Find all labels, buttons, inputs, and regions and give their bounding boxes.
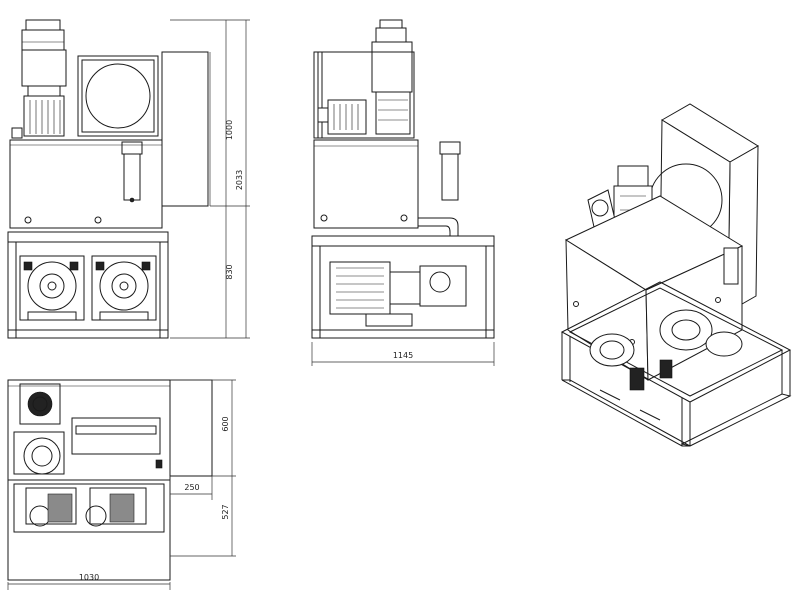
dim-top-width: 1030 [79, 573, 99, 582]
dim-side-width: 1145 [393, 351, 413, 360]
front-pump-right [91, 255, 157, 321]
front-pump-left [19, 255, 85, 321]
dim-front-total: 2033 [235, 170, 244, 190]
iso-pump-right [659, 309, 743, 379]
dim-top-offset: 250 [184, 483, 199, 492]
top-view: 600 527 250 1030 [7, 379, 236, 590]
iso-pump-left [589, 333, 645, 391]
dim-front-upper: 1000 [225, 120, 234, 140]
dim-top-depth-upper: 600 [221, 416, 230, 431]
front-view: 1000 2033 830 [7, 19, 250, 339]
isometric-view [560, 103, 792, 447]
dim-top-depth-lower: 527 [221, 504, 230, 519]
side-view: 1145 [311, 19, 495, 366]
dim-front-base: 830 [225, 264, 234, 279]
